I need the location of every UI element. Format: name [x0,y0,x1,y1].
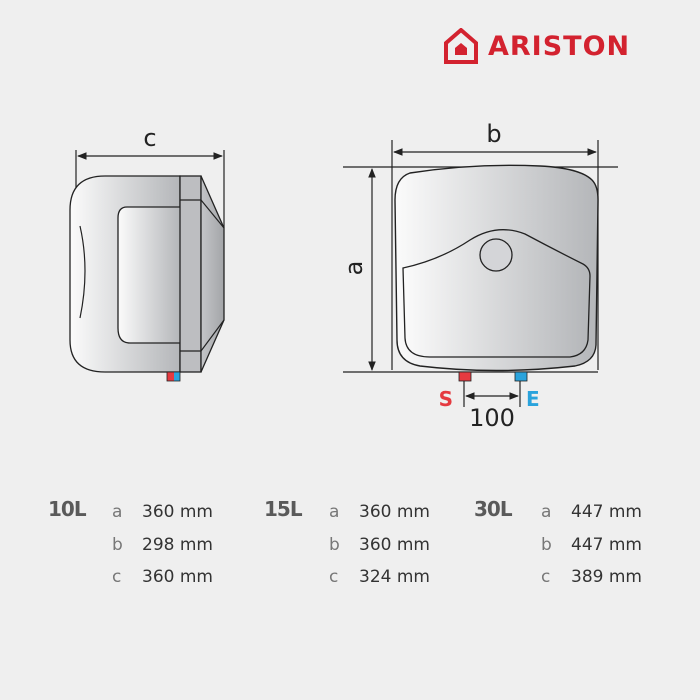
outlet-label: S [439,387,453,411]
dimension-c-label: c [143,124,156,152]
dimension-b-label: b [486,120,501,148]
side-view: c [69,124,225,382]
house-icon [444,28,478,64]
capacity-label: 30L [474,497,513,521]
dimension-a-label: a [340,261,368,276]
pipe-spacing-label: 100 [469,404,515,432]
front-view: b a S E 100 [340,120,618,432]
brand-name: ARISTON [488,30,631,62]
ariston-logo: ARISTON [444,28,630,64]
inlet-label: E [526,387,540,411]
capacity-label: 10L [48,497,87,521]
capacity-label: 15L [264,497,303,521]
water-heater-diagram: c b a S E 100 [69,120,618,432]
